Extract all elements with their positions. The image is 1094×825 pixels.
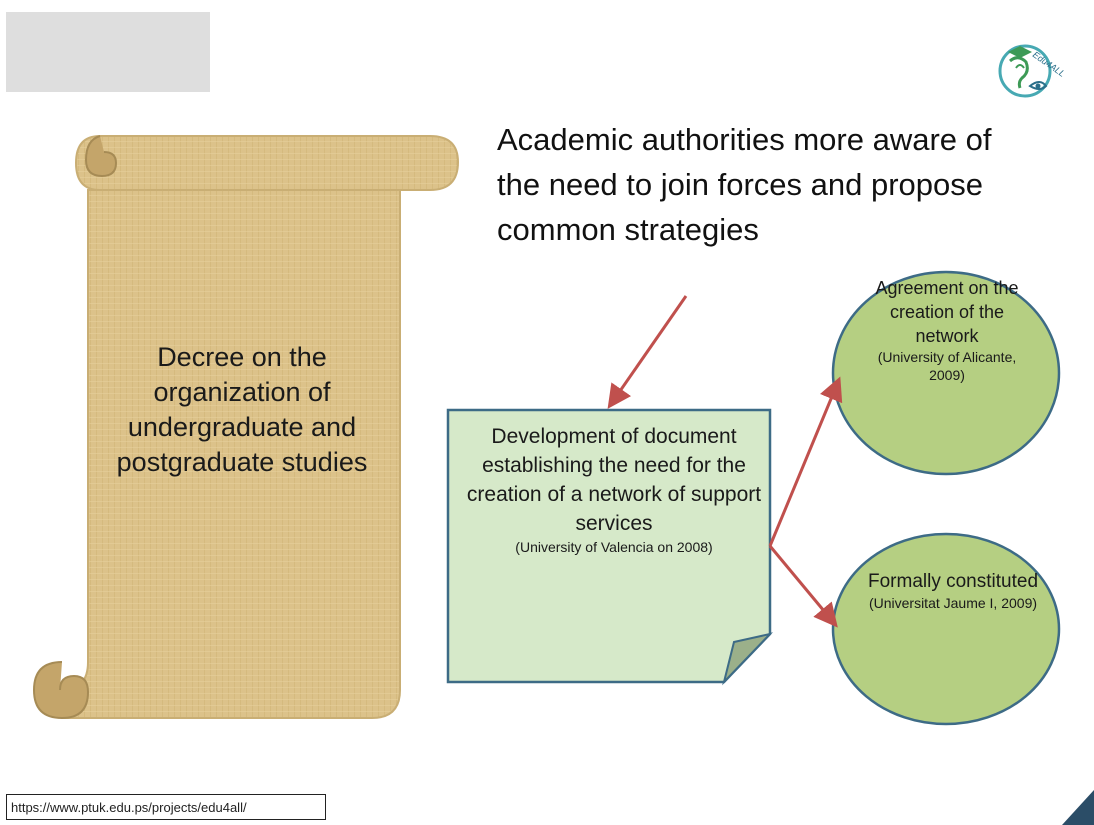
corner-decoration [1062, 790, 1094, 825]
arrow-heading-to-note [607, 295, 688, 409]
arrow-to-constituted [768, 545, 838, 628]
footer-url[interactable]: https://www.ptuk.edu.ps/projects/edu4all… [6, 794, 326, 820]
placeholder-box [6, 12, 210, 92]
arrow-to-agreement [768, 376, 843, 547]
circle-agreement [831, 270, 1061, 476]
heading-text: Academic authorities more aware of the n… [497, 122, 992, 247]
circle-constituted-main: Formally constituted [868, 571, 1039, 592]
circle-constituted-source: (Universitat Jaume I, 2009) [868, 595, 1038, 611]
circle-constituted-text: Formally constituted (Universitat Jaume … [868, 570, 1038, 612]
scroll-text: Decree on the organization of undergradu… [116, 342, 368, 477]
note-fold-icon [722, 632, 774, 686]
document-note-text: Development of document establishing the… [455, 422, 773, 556]
circle-agreement-main: Agreement on the creation of the network [875, 278, 1019, 346]
note-source-text: (University of Valencia on 2008) [515, 539, 713, 555]
circle-constituted [831, 532, 1061, 726]
circle-agreement-text: Agreement on the creation of the network… [862, 276, 1032, 384]
circle-agreement-source: (University of Alicante, 2009) [877, 349, 1017, 383]
note-main-text: Development of document establishing the… [466, 425, 762, 535]
